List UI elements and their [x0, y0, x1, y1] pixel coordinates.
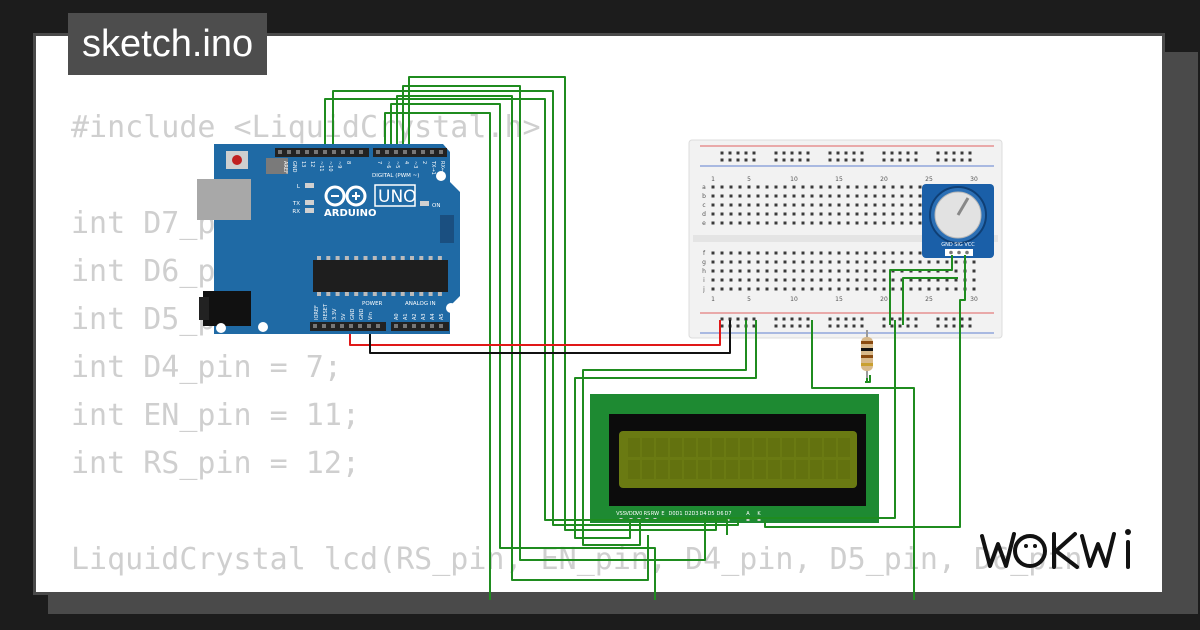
digital-pin-label: AREF — [282, 161, 288, 174]
digital-pin-label: ~3 — [412, 161, 418, 168]
column-number: 25 — [925, 296, 933, 303]
led-label: RX — [292, 209, 300, 215]
lcd-pin-label: D1 — [675, 511, 682, 517]
power-pin-label: 3.3V — [332, 308, 338, 320]
filename-label: sketch.ino — [82, 23, 254, 65]
power-pin-label: Vin — [368, 312, 374, 320]
row-letter: a — [702, 184, 706, 191]
row-letter: j — [702, 286, 705, 293]
digital-pin-label: ~10 — [327, 161, 333, 172]
row-letter: f — [703, 250, 706, 257]
column-number: 20 — [880, 176, 888, 183]
digital-pin-label: ~11 — [318, 161, 324, 172]
lcd-pin-label: D3 — [691, 511, 698, 517]
brand-label: ARDUINO — [324, 208, 376, 219]
lcd-pin-label: RW — [651, 511, 659, 517]
lcd-pin-label: VSS — [616, 511, 626, 517]
microcontroller-chip — [313, 260, 448, 292]
column-number: 1 — [711, 176, 715, 183]
column-number: 30 — [970, 176, 978, 183]
usb-port — [197, 179, 251, 220]
code-line: int EN_pin = 11; — [71, 398, 360, 433]
analog-pin-label: A3 — [421, 313, 427, 320]
power-pin-label: 5V — [341, 313, 347, 320]
lcd-pin-label: VDD — [625, 511, 636, 517]
row-letter: g — [702, 259, 706, 266]
column-number: 10 — [790, 176, 798, 183]
column-number: 30 — [970, 296, 978, 303]
digital-pin-label: ~9 — [336, 161, 342, 168]
lcd-pin-label: V0 — [636, 511, 643, 517]
digital-pin-label: RX←0 — [439, 161, 445, 175]
power-pin-label: GND — [350, 308, 356, 320]
lcd-pin-label: D4 — [699, 511, 706, 517]
power-jack — [203, 291, 251, 326]
analog-pin-label: A4 — [430, 313, 436, 320]
on-label: ON — [432, 203, 440, 209]
analog-pin-label: A0 — [394, 313, 400, 320]
lcd-pin-label: D5 — [707, 511, 714, 517]
lcd-character-cells — [628, 438, 850, 479]
column-number: 1 — [711, 296, 715, 303]
analog-pin-label: A5 — [439, 313, 445, 320]
wokwi-logo — [980, 529, 1131, 569]
digital-pin-label: 12 — [309, 161, 315, 167]
analog-pin-label: A1 — [403, 313, 409, 320]
row-letter: b — [702, 193, 706, 200]
digital-pin-label: 13 — [300, 161, 306, 167]
wires — [324, 76, 966, 600]
resistor[interactable] — [861, 330, 873, 378]
lcd-pin-label: D0 — [668, 511, 675, 517]
arduino-uno[interactable]: UNO ARDUINO DIGITAL (PWM ~) POWER ANALOG… — [197, 144, 460, 334]
digital-header-label: DIGITAL (PWM ~) — [372, 173, 419, 179]
column-number: 25 — [925, 176, 933, 183]
lcd-pin-label: A — [746, 511, 750, 517]
reset-button[interactable] — [232, 155, 242, 165]
lcd-pin-label: D6 — [716, 511, 723, 517]
power-pin-label: IOREF — [314, 305, 320, 320]
lcd-pin-label: K — [757, 511, 761, 517]
power-pin-label: GND — [359, 308, 365, 320]
row-letter: h — [702, 268, 706, 275]
code-line: int D4_pin = 7; — [71, 350, 342, 385]
digital-pin-label: 7 — [376, 161, 382, 164]
code-line: int RS_pin = 12; — [71, 446, 360, 481]
led-label: L — [297, 184, 301, 190]
filename-tab[interactable]: sketch.ino — [68, 13, 268, 75]
power-header-label: POWER — [362, 301, 383, 307]
analog-pin-label: A2 — [412, 313, 418, 320]
digital-pin-label: 4 — [403, 161, 409, 164]
lcd-pin-label: D7 — [724, 511, 731, 517]
arduino-infinity-icon — [324, 185, 367, 207]
column-number: 20 — [880, 296, 888, 303]
analog-header-label: ANALOG IN — [405, 301, 436, 307]
pot-pin-labels: GND SIG VCC — [941, 242, 975, 248]
digital-pin-label: GND — [291, 161, 297, 173]
column-number: 5 — [747, 296, 751, 303]
potentiometer[interactable]: GND SIG VCC — [922, 184, 994, 258]
lcd-pin-label: RS — [644, 511, 651, 517]
row-letter: d — [702, 211, 706, 218]
digital-pin-label: TX→1 — [430, 160, 436, 175]
column-number: 5 — [747, 176, 751, 183]
digital-pin-label: ~6 — [385, 161, 391, 168]
digital-pin-label: ~5 — [394, 161, 400, 168]
led-label: TX — [292, 201, 300, 207]
digital-pin-label: 2 — [421, 161, 427, 164]
power-pin-label: RESET — [323, 303, 329, 320]
row-letter: e — [702, 220, 706, 227]
column-number: 15 — [835, 176, 843, 183]
board-name: UNO — [378, 187, 417, 207]
lcd-pin-label: E — [661, 511, 664, 517]
column-number: 15 — [835, 296, 843, 303]
digital-pin-label: 8 — [345, 161, 351, 164]
row-letter: i — [703, 277, 705, 284]
column-number: 10 — [790, 296, 798, 303]
lcd-pin-label: D2 — [684, 511, 691, 517]
row-letter: c — [702, 202, 705, 209]
